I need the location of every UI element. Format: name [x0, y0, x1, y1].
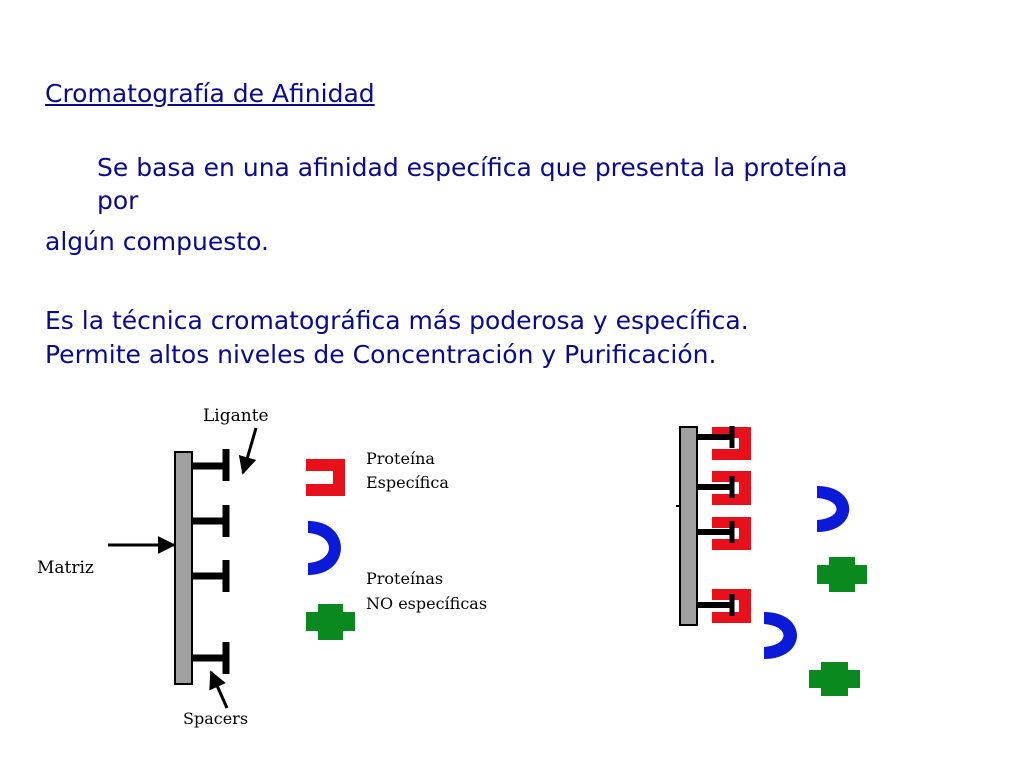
- paragraph2-line1: Es la técnica cromatográfica más poderos…: [45, 306, 749, 335]
- paragraph2-line2: Permite altos niveles de Concentración y…: [45, 340, 717, 369]
- ligand-spacer: [192, 560, 230, 592]
- specific-protein-icon: [306, 459, 345, 496]
- ligand-spacer: [192, 505, 230, 537]
- ligand-spacer: [192, 449, 230, 481]
- no-especificas-label: NO específicas: [366, 594, 487, 613]
- page-title: Cromatografía de Afinidad: [45, 79, 375, 108]
- ligand-spacer: [192, 642, 230, 674]
- paragraph1-line3: algún compuesto.: [45, 227, 269, 256]
- proteina-label: Proteína: [366, 449, 435, 468]
- ligante-arrow: [238, 427, 258, 475]
- matrix-column-bound: [679, 426, 698, 626]
- proteinas-label: Proteínas: [366, 569, 443, 588]
- matriz-label: Matriz: [37, 558, 94, 578]
- bound-complex: [697, 589, 751, 623]
- nonspecific-protein-blob-icon: [809, 662, 860, 696]
- bound-complex: [697, 426, 751, 460]
- paragraph1-line1: Se basa en una afinidad específica que p…: [97, 153, 848, 182]
- bound-complex: [697, 517, 751, 550]
- spacers-label: Spacers: [183, 709, 248, 728]
- nonspecific-protein-blob-icon: [306, 604, 355, 640]
- especifica-label: Específica: [366, 473, 449, 492]
- nonspecific-protein-blob-icon: [817, 557, 867, 592]
- bound-complex: [697, 471, 751, 505]
- paragraph1-line2: por: [97, 186, 139, 215]
- ligante-label: Ligante: [203, 406, 269, 426]
- spacers-arrow: [209, 670, 229, 709]
- matrix-column: [174, 451, 193, 685]
- nonspecific-protein-crescent-icon: [764, 612, 797, 659]
- nonspecific-protein-crescent-icon: [308, 521, 341, 575]
- nonspecific-protein-crescent-icon: [817, 486, 850, 532]
